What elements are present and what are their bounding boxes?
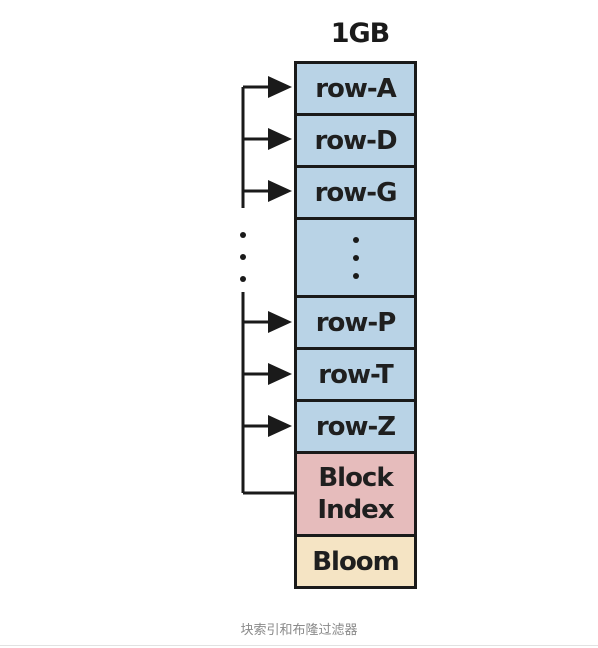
arrow-head-row-a: [268, 76, 292, 98]
file-size-title: 1GB: [330, 18, 391, 49]
arrow-head-row-p: [268, 311, 292, 333]
spine-dot-2: [240, 254, 246, 260]
spine-dot-1: [240, 232, 246, 238]
arrow-head-row-z: [268, 415, 292, 437]
ellipsis-dot: [352, 254, 359, 261]
arrow-head-row-g: [268, 180, 292, 202]
data-block-row-t: row-T: [294, 347, 417, 402]
spine-dot-3: [240, 276, 246, 282]
data-block-row-g: row-G: [294, 165, 417, 220]
figure-caption: 块索引和布隆过滤器: [240, 623, 358, 638]
data-block-row-z: row-Z: [294, 399, 417, 454]
arrow-head-row-d: [268, 128, 292, 150]
data-block-row-p: row-P: [294, 295, 417, 350]
data-block-row-d: row-D: [294, 113, 417, 168]
bottom-divider: [0, 645, 598, 646]
ellipsis-dot: [352, 236, 359, 243]
bloom-filter-block: Bloom: [294, 534, 417, 589]
data-block-row-a: row-A: [294, 61, 417, 116]
block-index: Block Index: [294, 451, 417, 537]
ellipsis-dot: [352, 272, 359, 279]
arrow-head-row-t: [268, 363, 292, 385]
data-block-ellipsis: [294, 217, 417, 298]
